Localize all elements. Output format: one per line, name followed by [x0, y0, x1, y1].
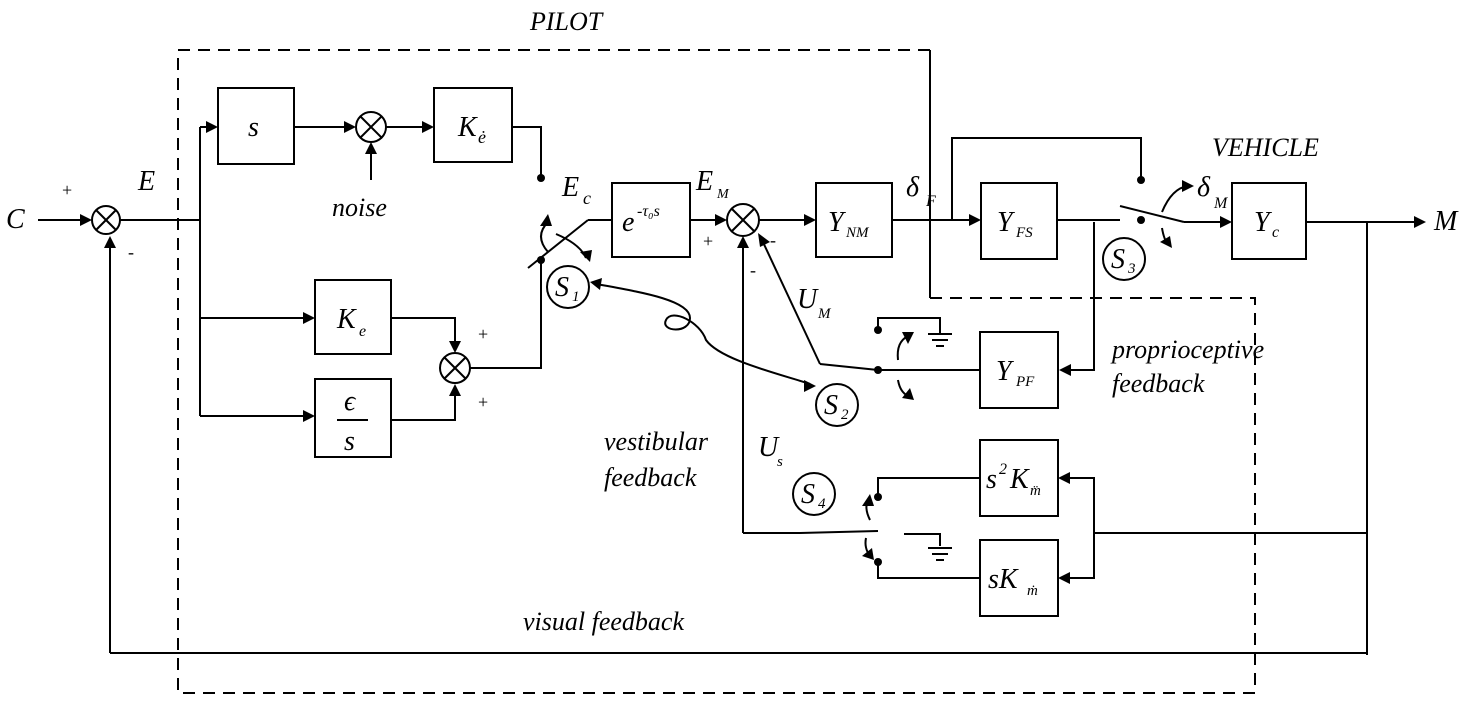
block-k-e-label: K	[336, 304, 357, 335]
block-y-nm-sub: NM	[845, 225, 870, 241]
svg-text:2: 2	[841, 407, 849, 423]
pilot-boundary	[177, 49, 1256, 694]
vehicle-title: VEHICLE	[1212, 133, 1319, 162]
delta-m-sub: M	[1213, 195, 1229, 212]
block-y-c-sub: c	[1272, 224, 1279, 241]
block-y-c-label: Y	[1254, 207, 1273, 238]
switch-s4-blade	[799, 530, 879, 534]
input-label: C	[6, 204, 25, 235]
ec-label: E	[561, 172, 579, 203]
block-s2k-sup: 2	[999, 461, 1007, 478]
switch-s4-badge: S 4	[792, 472, 836, 516]
block-y-fs-sub: FS	[1015, 225, 1033, 241]
delta-m-label: δ	[1197, 172, 1211, 203]
block-y-fs-label: Y	[997, 207, 1016, 238]
block-delay-label: e	[622, 207, 634, 238]
svg-text:1: 1	[572, 289, 580, 305]
output-label: M	[1433, 206, 1459, 237]
block-y-pf	[979, 331, 1059, 409]
pilot-title: PILOT	[529, 7, 604, 36]
block-y-fs	[980, 182, 1058, 260]
block-k-edot-label: K	[457, 112, 478, 143]
delta-f-sub: F	[925, 193, 936, 210]
block-k-edot-sub: ė	[478, 127, 486, 147]
switch-s3-blade	[1119, 205, 1185, 223]
block-s2-k-mddot	[979, 439, 1059, 517]
us-label: U	[758, 432, 780, 463]
block-y-pf-label: Y	[996, 356, 1015, 387]
switch-s1-badge: S 1	[546, 265, 590, 309]
switch-s2-badge: S 2	[815, 383, 859, 427]
us-sub: s	[777, 454, 783, 470]
switch-coupling-link	[595, 283, 811, 385]
summing-junction-noise	[355, 111, 387, 143]
vestibular-label-2: feedback	[604, 463, 697, 492]
block-eps-over-s	[314, 378, 392, 458]
block-y-nm	[815, 182, 893, 258]
sum1-plus: +	[62, 180, 72, 200]
um-sub: M	[817, 306, 832, 322]
block-y-pf-sub: PF	[1015, 374, 1035, 390]
sum-m-plus: +	[703, 231, 713, 251]
block-sk-sub: ṁ	[1027, 583, 1038, 599]
block-k-e-sub: e	[359, 323, 366, 340]
em-label: E	[695, 166, 713, 197]
proprioceptive-label-1: proprioceptive	[1110, 335, 1264, 364]
block-sk-label: sK	[988, 564, 1019, 595]
block-eps-den: s	[344, 426, 355, 457]
block-s2k-s: s	[986, 464, 997, 495]
block-k-e	[314, 279, 392, 355]
svg-text:4: 4	[818, 496, 826, 512]
pi-sum-plus-bottom: +	[478, 392, 488, 412]
switch-s2-blade	[819, 363, 879, 371]
block-eps-num: ϵ	[344, 386, 357, 417]
block-s2k-k: K	[1009, 464, 1030, 495]
delta-f-label: δ	[906, 172, 920, 203]
block-y-nm-label: Y	[828, 207, 847, 238]
switch-s3-badge: S 3	[1102, 237, 1146, 281]
svg-text:S: S	[824, 390, 838, 421]
ec-sub: c	[583, 188, 591, 208]
sum-m-minus-bottom: -	[750, 260, 756, 280]
um-label: U	[797, 284, 819, 315]
svg-text:S: S	[555, 272, 569, 303]
block-s2k-sub: m̈	[1030, 483, 1041, 499]
error-label: E	[137, 166, 155, 197]
noise-label: noise	[332, 193, 387, 222]
visual-feedback-label: visual feedback	[523, 607, 684, 636]
pi-sum-plus-top: +	[478, 324, 488, 344]
block-time-delay	[611, 182, 691, 258]
summing-junction-main	[91, 205, 121, 235]
summing-junction-motor	[726, 203, 760, 237]
sum1-minus: -	[128, 242, 134, 262]
em-sub: M	[716, 187, 730, 202]
block-k-edot	[433, 87, 513, 163]
block-s-k-mdot	[979, 539, 1059, 617]
block-s-label: s	[248, 112, 259, 143]
summing-junction-proportional-integral	[439, 352, 471, 384]
switch-s1-blade	[527, 219, 589, 269]
vestibular-label-1: vestibular	[604, 427, 709, 456]
proprioceptive-label-2: feedback	[1112, 369, 1205, 398]
svg-text:S: S	[801, 479, 815, 510]
svg-text:S: S	[1111, 244, 1125, 275]
block-delay-exp: -τ₀s	[637, 203, 660, 220]
sum-m-minus-right: -	[770, 230, 776, 250]
svg-text:3: 3	[1127, 261, 1136, 277]
block-y-c	[1231, 182, 1307, 260]
